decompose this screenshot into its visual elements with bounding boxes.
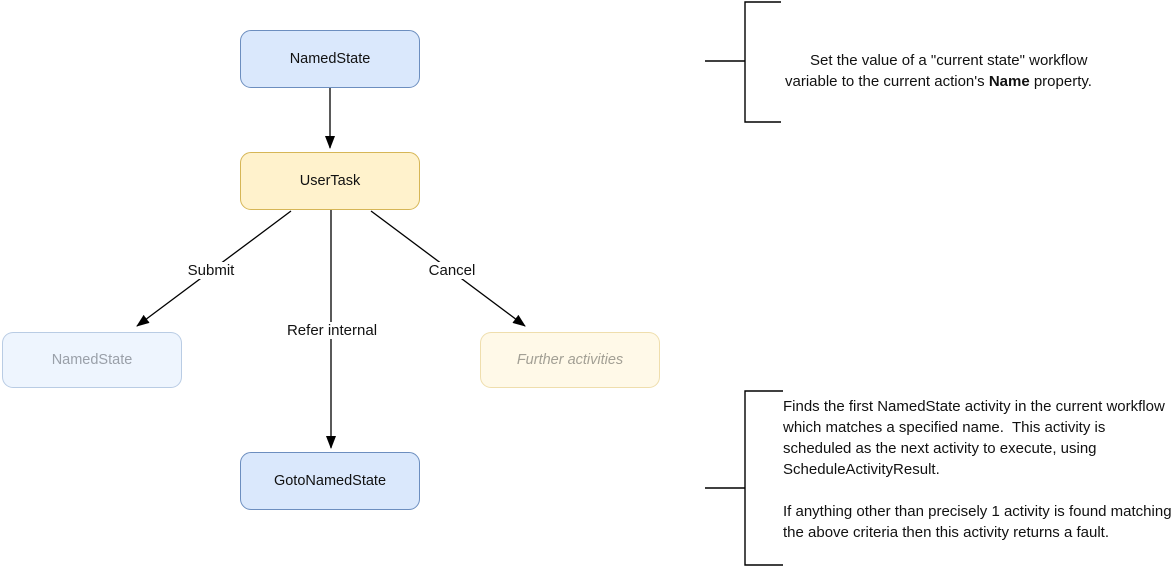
annotation-set-state-bold-term: Name xyxy=(988,73,1030,90)
node-namedstate-target[interactable]: NamedState xyxy=(2,332,182,388)
node-further-activities[interactable]: Further activities xyxy=(480,332,660,388)
node-gotonamedstate-label: GotoNamedState xyxy=(273,473,387,489)
node-gotonamedstate[interactable]: GotoNamedState xyxy=(240,452,420,510)
node-further-activities-label: Further activities xyxy=(516,352,624,368)
node-namedstate-top-label: NamedState xyxy=(289,51,371,67)
bracket-bottom xyxy=(705,390,783,566)
node-usertask-label: UserTask xyxy=(299,173,361,189)
edge-label-cancel: Cancel xyxy=(425,262,479,279)
annotation-gotonamedstate-paragraph-1: Finds the first NamedState activity in t… xyxy=(783,398,1169,478)
annotation-set-current-state: Set the value of a "current state" workf… xyxy=(785,29,1120,113)
edge-label-submit: Submit xyxy=(184,262,238,279)
node-usertask[interactable]: UserTask xyxy=(240,152,420,210)
edge-label-refer-internal: Refer internal xyxy=(283,322,381,339)
node-namedstate-target-label: NamedState xyxy=(51,352,133,368)
annotation-set-state-text-before: Set the value of a "current state" workf… xyxy=(785,52,1092,90)
annotation-gotonamedstate: Finds the first NamedState activity in t… xyxy=(783,396,1173,543)
node-namedstate-top[interactable]: NamedState xyxy=(240,30,420,88)
annotation-set-state-text-after: property. xyxy=(1029,73,1092,90)
annotation-gotonamedstate-paragraph-2: If anything other than precisely 1 activ… xyxy=(783,503,1172,541)
bracket-top xyxy=(705,1,781,123)
